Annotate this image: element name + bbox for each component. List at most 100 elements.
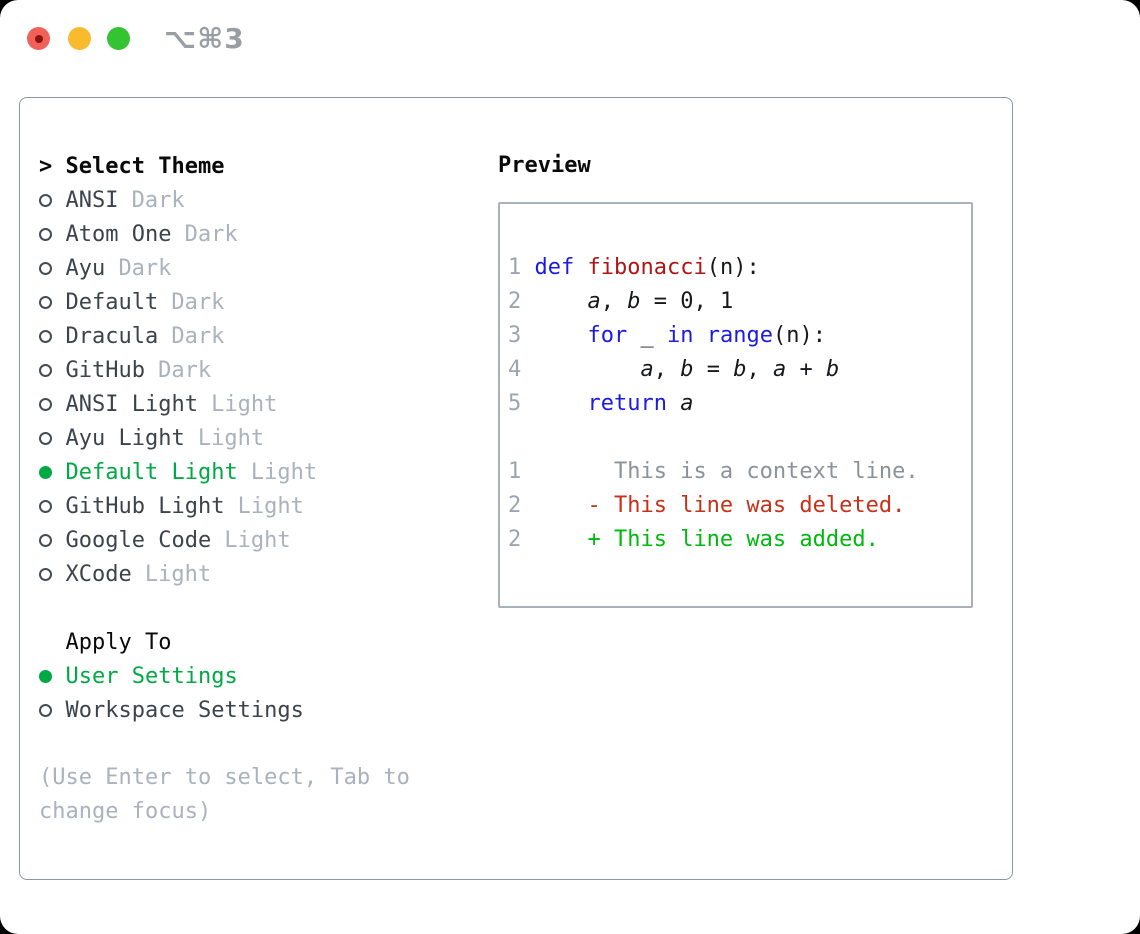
theme-variant-tag: Dark: [118, 255, 172, 281]
radio-icon: [39, 499, 52, 513]
window-shortcut-label: ⌥⌘3: [164, 22, 245, 55]
line-number: 2: [508, 527, 535, 552]
code-token-plain: _: [627, 323, 667, 348]
zoom-button[interactable]: [107, 27, 130, 50]
line-number: 2: [508, 289, 535, 314]
select-theme-header: > Select Theme: [39, 149, 479, 183]
theme-option-ayu-light[interactable]: Ayu Light Light: [39, 421, 479, 455]
apply-option-workspace-settings[interactable]: Workspace Settings: [39, 693, 479, 727]
line-number: 1: [508, 459, 535, 484]
radio-icon: [39, 261, 52, 275]
theme-option-label: Ayu Light: [65, 425, 185, 451]
code-line: 4 a, b = b, a + b: [508, 353, 963, 387]
theme-option-default[interactable]: Default Dark: [39, 285, 479, 319]
theme-variant-tag: Dark: [171, 289, 225, 315]
code-token-plain: [574, 255, 587, 280]
radio-icon: [39, 329, 52, 343]
theme-variant-tag: Dark: [158, 357, 212, 383]
theme-option-label: ANSI Light: [65, 391, 198, 417]
apply-to-header: Apply To: [39, 625, 479, 659]
theme-option-label: Default: [65, 289, 159, 315]
line-number: 5: [508, 391, 535, 416]
code-token-kw: return: [587, 391, 667, 416]
minimize-button[interactable]: [68, 27, 91, 50]
code-token-plain: [535, 357, 641, 382]
prompt-icon: >: [39, 153, 53, 179]
line-number: 2: [508, 493, 535, 518]
code-token-add: + This line was added.: [534, 527, 879, 552]
radio-icon: [39, 567, 52, 581]
radio-icon: [39, 703, 52, 717]
code-token-plain: [535, 391, 588, 416]
code-token-plain: +: [786, 357, 826, 382]
code-token-plain: ,: [653, 357, 681, 382]
code-token-kw: range: [706, 323, 773, 348]
code-line: 1 def fibonacci(n):: [508, 251, 963, 285]
theme-option-ayu[interactable]: Ayu Dark: [39, 251, 479, 285]
theme-variant-tag: Dark: [171, 323, 225, 349]
code-line: [508, 421, 963, 455]
theme-option-label: Google Code: [65, 527, 212, 553]
spacer: [39, 591, 479, 625]
apply-option-user-settings[interactable]: User Settings: [39, 659, 479, 693]
code-token-del: - This line was deleted.: [534, 493, 906, 518]
apply-option-label: Workspace Settings: [65, 697, 304, 723]
theme-option-atom-one[interactable]: Atom One Dark: [39, 217, 479, 251]
code-token-plain: = 0, 1: [640, 289, 734, 314]
window-titlebar: ⌥⌘3: [0, 0, 1140, 76]
theme-option-label: XCode: [65, 561, 132, 587]
code-token-plain: (n):: [706, 255, 760, 280]
theme-variant-tag: Light: [197, 425, 265, 451]
code-token-var: a: [772, 357, 787, 382]
radio-icon: [39, 227, 52, 241]
code-token-plain: ,: [746, 357, 773, 382]
line-number: [508, 425, 535, 450]
close-button[interactable]: [27, 27, 50, 50]
code-token-kw: in: [666, 323, 694, 348]
code-token-var: b: [733, 357, 747, 382]
line-number: 3: [508, 323, 535, 348]
code-line: 2 - This line was deleted.: [508, 489, 963, 523]
theme-variant-tag: Dark: [131, 187, 185, 213]
spacer: [39, 727, 479, 761]
theme-option-dracula[interactable]: Dracula Dark: [39, 319, 479, 353]
help-text: (Use Enter to select, Tab to change focu…: [39, 765, 410, 824]
preview-title: Preview: [498, 153, 591, 178]
code-token-var: b: [680, 357, 694, 382]
code-token-var: b: [627, 289, 641, 314]
theme-option-github[interactable]: GitHub Dark: [39, 353, 479, 387]
theme-option-label: Dracula: [65, 323, 159, 349]
radio-icon: [39, 533, 52, 547]
radio-icon: [39, 363, 52, 377]
preview-section: Preview 1 def fibonacci(n): 2 a, b = 0, 1…: [498, 149, 998, 608]
theme-option-label: GitHub: [65, 357, 145, 383]
code-token-plain: ,: [600, 289, 628, 314]
theme-option-label: Atom One: [65, 221, 172, 247]
code-token-fn: fibonacci: [587, 255, 707, 280]
radio-selected-icon: [39, 669, 52, 683]
code-token-ctx: This is a context line.: [534, 459, 919, 484]
theme-option-ansi[interactable]: ANSI Dark: [39, 183, 479, 217]
code-token-var: b: [825, 357, 840, 382]
theme-option-label: Ayu: [65, 255, 106, 281]
radio-icon: [39, 193, 52, 207]
theme-option-label: ANSI: [65, 187, 119, 213]
theme-variant-tag: Dark: [184, 221, 238, 247]
preview-code-box: 1 def fibonacci(n): 2 a, b = 0, 1 3 for _ …: [498, 202, 973, 608]
radio-icon: [39, 397, 52, 411]
code-token-plain: =: [693, 357, 734, 382]
radio-icon: [39, 431, 52, 445]
code-token-plain: (n):: [772, 323, 826, 348]
select-theme-title: Select Theme: [65, 153, 225, 179]
theme-option-label: Default Light: [65, 459, 238, 485]
line-number: 1: [508, 255, 535, 280]
code-line: 3 for _ in range(n):: [508, 319, 963, 353]
